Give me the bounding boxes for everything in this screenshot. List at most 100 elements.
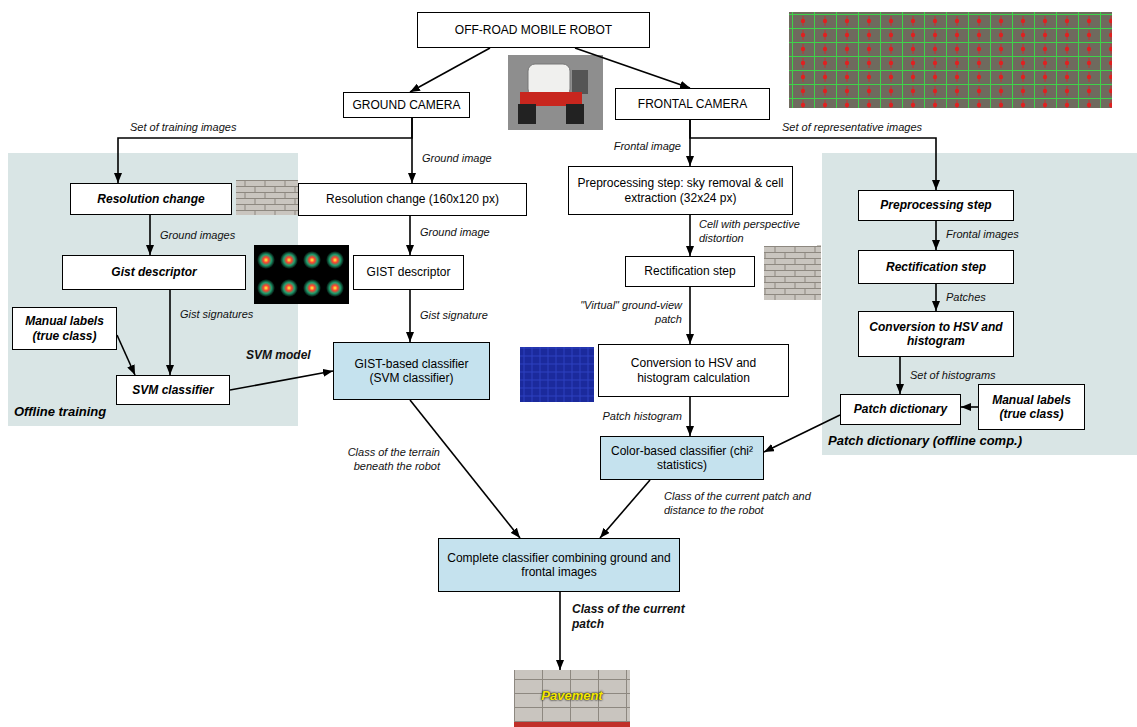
process-box: OFF-ROAD MOBILE ROBOT bbox=[417, 12, 650, 48]
grid-photo bbox=[789, 12, 1112, 108]
grid-overlay bbox=[789, 12, 1112, 108]
result-image: Pavement bbox=[514, 670, 630, 727]
connector-arrow bbox=[230, 371, 333, 390]
box-label: Manual labels (true class) bbox=[21, 314, 108, 343]
edge-label: Patches bbox=[944, 291, 1044, 305]
box-label: OFF-ROAD MOBILE ROBOT bbox=[455, 23, 612, 37]
edge-label: Set of histograms bbox=[908, 369, 1028, 383]
box-label: Preprocessing step bbox=[880, 198, 991, 212]
gist-blob bbox=[257, 279, 275, 297]
box-label: Conversion to HSV and histogram calculat… bbox=[607, 356, 780, 385]
box-label: Color-based classifier (chi² statistics) bbox=[609, 444, 755, 473]
gist-blob bbox=[326, 279, 344, 297]
process-box: Patch dictionary bbox=[840, 394, 961, 425]
edge-label: Class of the current patch bbox=[570, 602, 690, 632]
box-label: Patch dictionary (offline comp.) bbox=[828, 433, 1022, 449]
classifier-box: Complete classifier combining ground and… bbox=[438, 538, 680, 592]
robot-wheel bbox=[566, 104, 584, 124]
process-box: Preprocessing step bbox=[858, 190, 1014, 221]
robot-tank bbox=[528, 64, 570, 96]
process-box: Rectification step bbox=[858, 250, 1014, 284]
classifier-box: Color-based classifier (chi² statistics) bbox=[600, 436, 764, 480]
edge-label: Class of the terrain beneath the robot bbox=[326, 446, 442, 474]
connector-arrow bbox=[935, 284, 937, 311]
connector-arrow bbox=[117, 335, 135, 375]
connector-arrow bbox=[935, 221, 937, 250]
process-box: Rectification step bbox=[625, 256, 755, 287]
gist-blob bbox=[303, 279, 321, 297]
process-box: GIST descriptor bbox=[353, 255, 464, 290]
photo-ground bbox=[508, 55, 603, 130]
box-label: Patch dictionary bbox=[854, 402, 947, 416]
box-label: Conversion to HSV and histogram bbox=[867, 320, 1005, 349]
robot-photo bbox=[508, 55, 603, 130]
box-label: Pavement bbox=[541, 688, 602, 704]
gist-blob bbox=[280, 279, 298, 297]
connector-arrow bbox=[689, 287, 691, 344]
input-box: Manual labels (true class) bbox=[12, 307, 117, 350]
connector-arrow bbox=[169, 290, 171, 375]
edge-label: Ground images bbox=[158, 229, 258, 243]
edge-label: Set of training images bbox=[128, 121, 308, 135]
edge-label: Set of representative images bbox=[780, 121, 990, 135]
robot-base bbox=[520, 92, 582, 106]
classifier-box: GIST-based classifier (SVM classifier) bbox=[333, 342, 490, 400]
connector-arrow bbox=[118, 118, 412, 183]
connector-arrow bbox=[575, 48, 690, 88]
connector-arrow bbox=[899, 357, 901, 394]
process-box: SVM classifier bbox=[116, 375, 230, 405]
connector-arrow bbox=[149, 215, 151, 255]
process-box: Resolution change bbox=[70, 183, 232, 215]
process-box: Resolution change (160x120 px) bbox=[298, 183, 527, 216]
gist-image bbox=[254, 245, 349, 304]
gist-ground bbox=[254, 245, 349, 304]
box-label: GROUND CAMERA bbox=[352, 98, 460, 112]
edge-label: Frontal images bbox=[944, 228, 1064, 242]
edge-label: Patch histogram bbox=[570, 410, 684, 424]
process-box: Preprocessing step: sky removal & cell e… bbox=[568, 166, 793, 215]
edge-label: SVM model bbox=[244, 348, 328, 363]
box-label: Rectification step bbox=[886, 260, 986, 274]
edge-label: Class of the current patch and distance … bbox=[662, 490, 827, 518]
camera-box: GROUND CAMERA bbox=[343, 92, 470, 118]
edge-label: Frontal image bbox=[568, 140, 683, 154]
box-label: SVM classifier bbox=[132, 383, 213, 397]
connector-arrow bbox=[600, 480, 650, 538]
robot-mast bbox=[572, 70, 588, 94]
box-label: Gist descriptor bbox=[111, 265, 196, 279]
gist-blob bbox=[326, 251, 344, 269]
connector-arrow bbox=[409, 290, 411, 342]
edge-label: "Virtual" ground-view patch bbox=[570, 299, 684, 327]
process-box: Conversion to HSV and histogram bbox=[858, 311, 1014, 357]
edge-label: Gist signatures bbox=[178, 308, 278, 322]
connector-arrow bbox=[411, 118, 413, 183]
gist-blob bbox=[303, 251, 321, 269]
connector-arrow bbox=[409, 216, 411, 255]
box-label: Complete classifier combining ground and… bbox=[447, 551, 671, 580]
connector-arrow bbox=[689, 215, 691, 256]
box-label: GIST-based classifier (SVM classifier) bbox=[342, 357, 481, 386]
box-label: FRONTAL CAMERA bbox=[638, 97, 747, 111]
connector-arrow bbox=[559, 592, 561, 670]
gist-blob bbox=[257, 251, 275, 269]
box-label: Resolution change (160x120 px) bbox=[326, 192, 499, 206]
process-box: Conversion to HSV and histogram calculat… bbox=[598, 344, 789, 397]
edge-label: Gist signature bbox=[418, 309, 508, 323]
gist-blob bbox=[280, 251, 298, 269]
box-label: Rectification step bbox=[644, 264, 735, 278]
robot-wheel bbox=[518, 104, 536, 124]
box-label: Preprocessing step: sky removal & cell e… bbox=[577, 176, 784, 205]
connector-arrow bbox=[961, 406, 978, 408]
box-label: Resolution change bbox=[97, 192, 204, 206]
edge-label: Ground image bbox=[420, 152, 510, 166]
hsv-image bbox=[520, 347, 594, 402]
pavement-thumbnail bbox=[236, 180, 298, 215]
connector-arrow bbox=[689, 397, 691, 436]
frontal-grid-image bbox=[789, 12, 1112, 108]
box-label: Offline training bbox=[14, 404, 106, 420]
box-label: Manual labels (true class) bbox=[987, 393, 1076, 422]
input-box: Manual labels (true class) bbox=[978, 384, 1085, 430]
rectified-patch bbox=[764, 245, 821, 300]
